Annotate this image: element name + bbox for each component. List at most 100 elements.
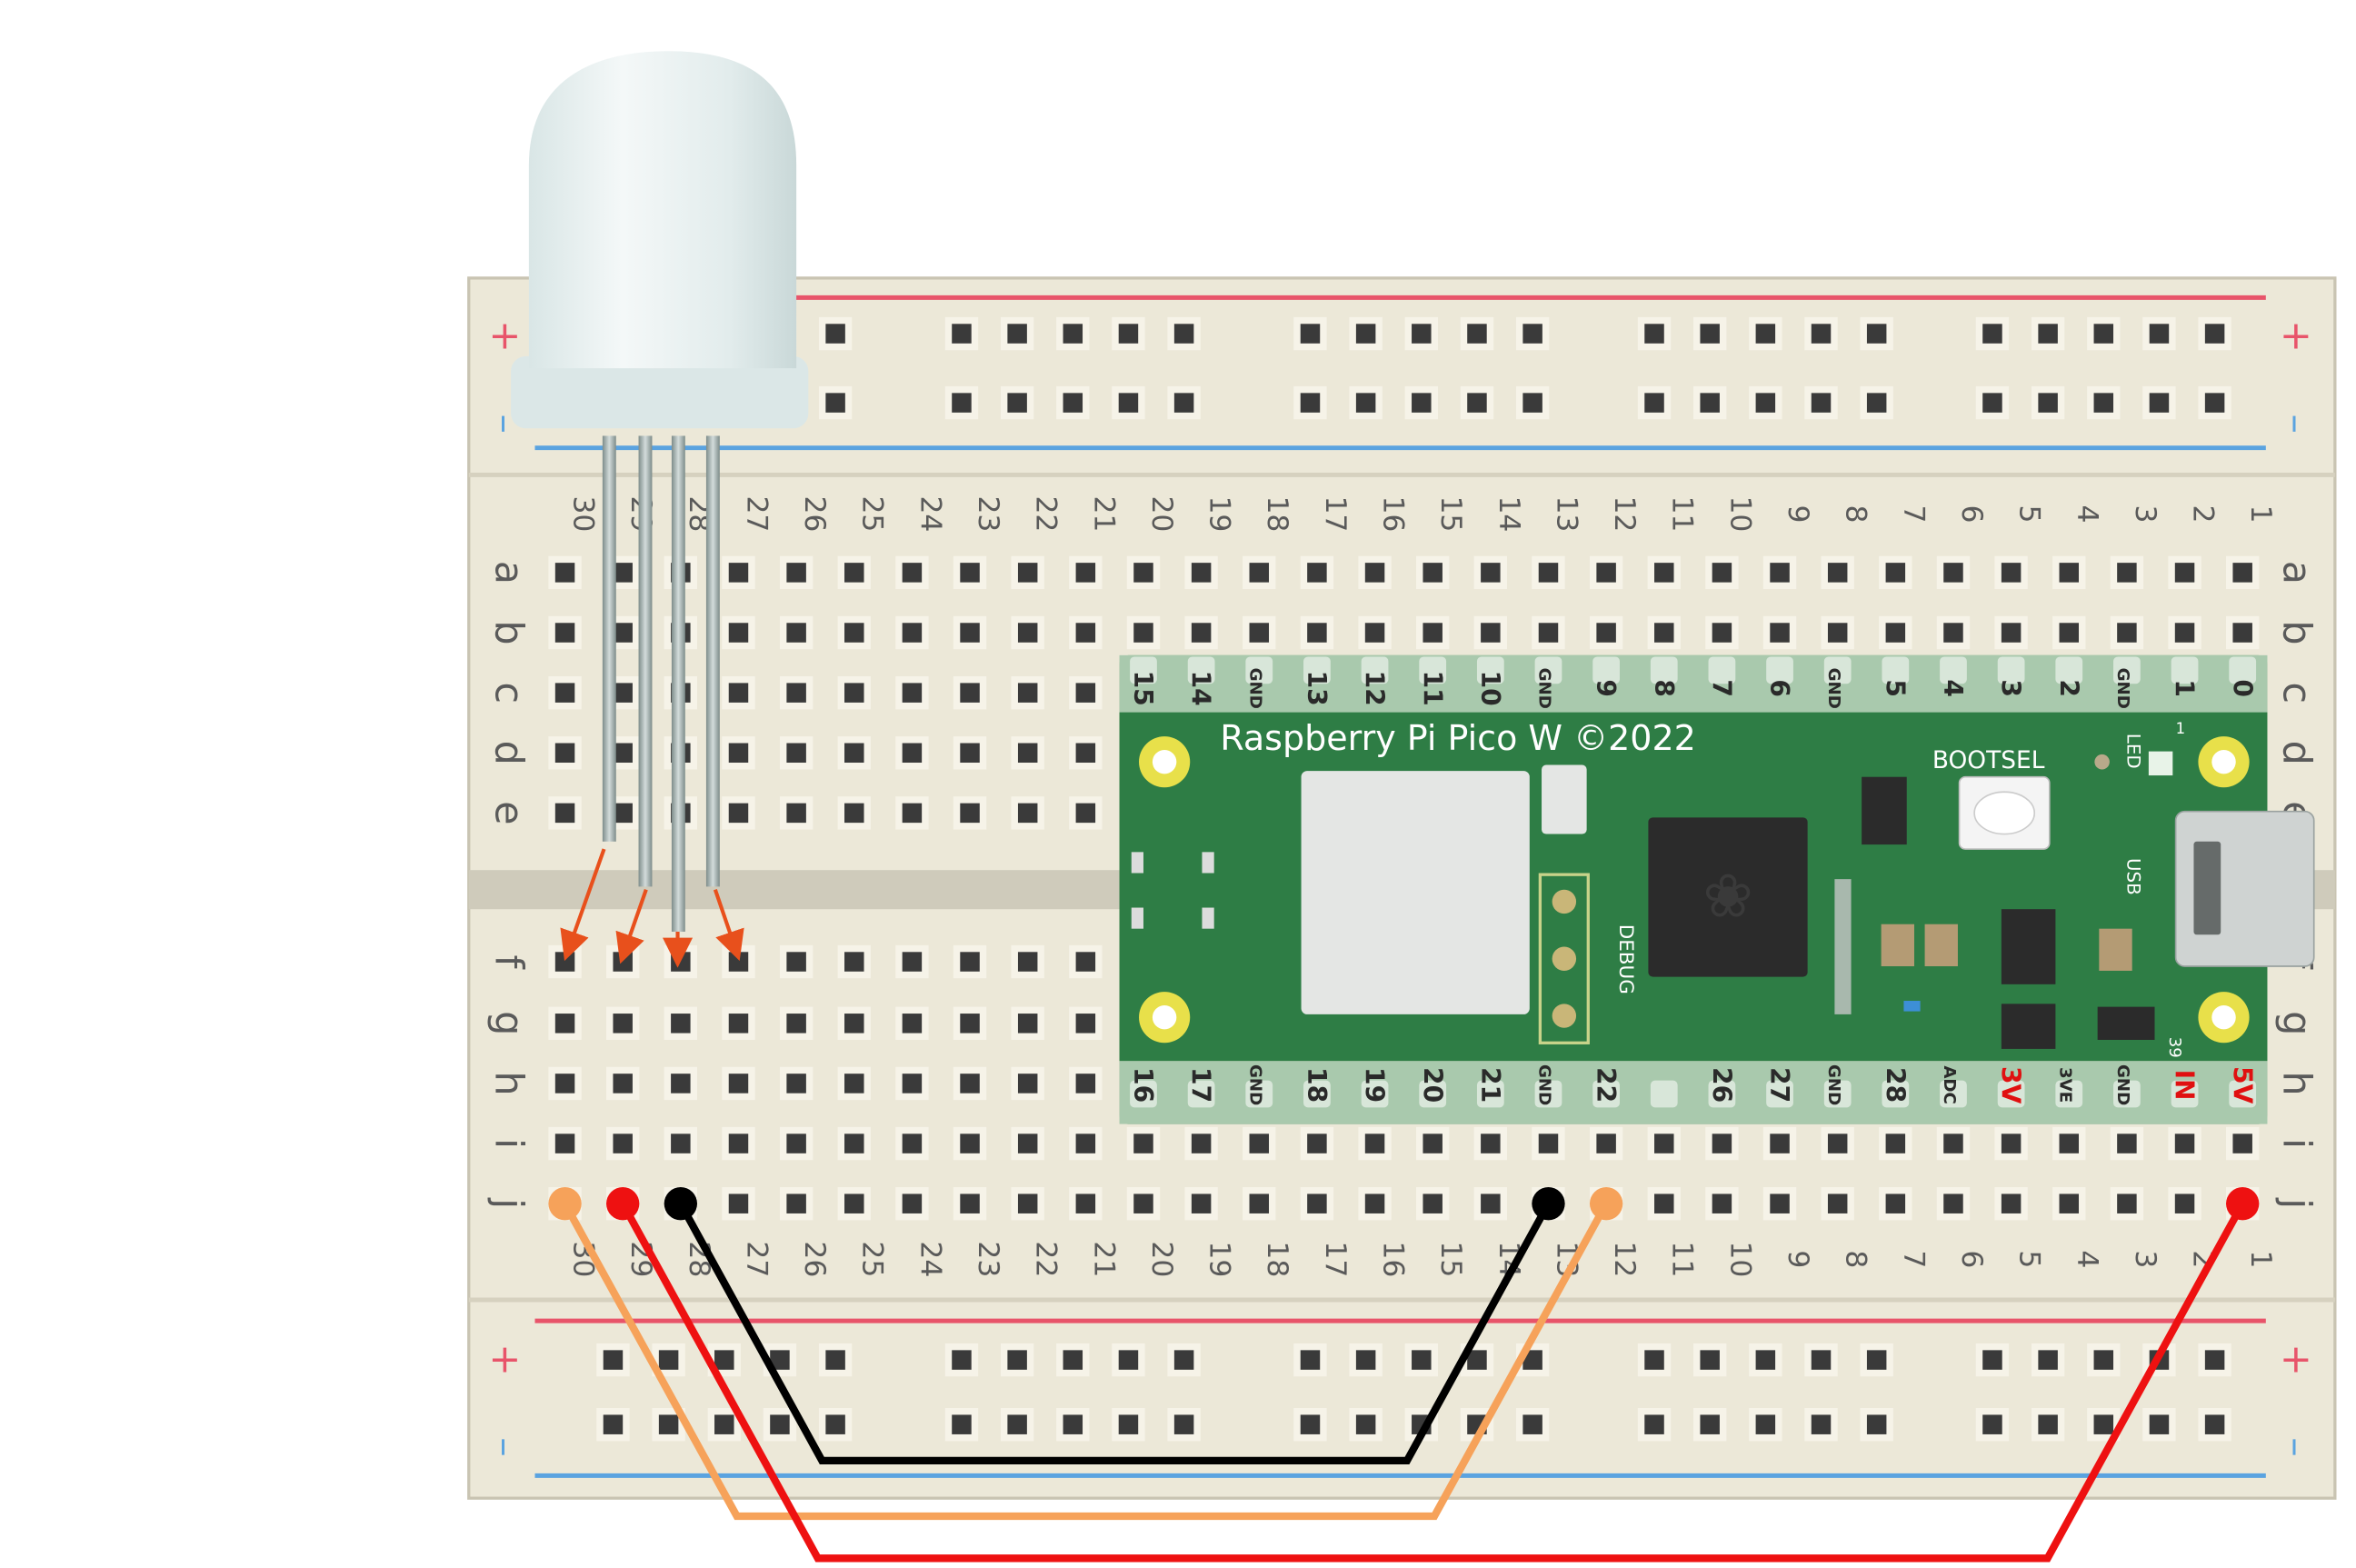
rail-hole-3-20 [1982,1414,2002,1434]
hole-j14 [1481,1193,1501,1213]
col-label-top-26: 26 [798,495,831,532]
pico-bottom-pin-label-0: 16 [1128,1067,1158,1103]
col-label-bottom-19: 19 [1203,1241,1236,1277]
smd-part-c [1131,907,1143,929]
rail-hole-0-5 [952,324,972,344]
pico-top-pin-label-7: GND [1535,668,1554,709]
hole-c22 [1017,683,1038,703]
wire-end-j30 [548,1187,582,1221]
led-leg-2 [638,435,653,887]
hole-i2 [2174,1134,2195,1154]
hole-c23 [960,683,980,703]
rail-hole-2-4 [825,1350,845,1370]
hole-b24 [902,623,923,643]
hole-e24 [902,803,923,824]
hole-b20 [1133,623,1153,643]
col-label-top-17: 17 [1319,495,1352,532]
rail-hole-3-0 [603,1414,624,1434]
pico-top-pin-pad-6 [1476,656,1504,684]
pico-top-pin-pad-7 [1534,656,1562,684]
pico-bottom-pin-pad-4 [1361,1080,1389,1108]
hole-i25 [844,1134,864,1154]
hole-a11 [1654,563,1674,583]
hole-a6 [1943,563,1963,583]
rail-hole-2-5 [952,1350,972,1370]
hole-f21 [1075,952,1096,972]
top-rail-plus-right: + [2280,314,2312,359]
pico-bottom-pin-label-8: 22 [1591,1067,1621,1103]
hole-b4 [2059,623,2080,643]
col-label-bottom-26: 26 [798,1241,831,1277]
rail-hole-2-14 [1522,1350,1542,1370]
hole-i10 [1712,1134,1732,1154]
pico-bottom-pin-label-11: 27 [1764,1067,1794,1103]
jumper-wires [548,1187,2260,1563]
row-label-left-d: d [486,741,532,765]
hole-e29 [613,803,633,824]
top-rail-minus-right: – [2274,414,2320,434]
row-label-left-g: g [486,1011,532,1035]
hole-b8 [1827,623,1848,643]
row-label-right-i: i [2274,1138,2320,1149]
hole-b6 [1943,623,1963,643]
pico-bottom-pin-label-19: 5V [2227,1066,2257,1104]
pico-bottom-pin-label-2: GND [1245,1064,1264,1105]
pico-top-pin-label-19: 0 [2227,679,2257,697]
hole-b25 [844,623,864,643]
rail-hole-3-23 [2149,1414,2170,1434]
wire-j28-j13 [677,1202,1552,1464]
rail-hole-0-18 [1811,324,1832,344]
col-label-bottom-8: 8 [1840,1250,1872,1268]
hole-a20 [1133,563,1153,583]
rail-hole-2-21 [2038,1350,2058,1370]
col-label-bottom-24: 24 [913,1241,946,1277]
col-label-top-7: 7 [1897,504,1930,523]
pico-bottom-pin-label-6: 21 [1475,1067,1505,1103]
rail-hole-1-16 [1700,393,1720,413]
pico-bottom-pin-label-16: 3VE [2055,1067,2074,1103]
col-label-bottom-5: 5 [2013,1250,2046,1268]
bottom-rail-plus-left: + [488,1336,521,1382]
col-label-top-13: 13 [1550,495,1582,532]
rail-hole-0-22 [2093,324,2114,344]
pico-top-pin-pad-1 [1187,656,1215,684]
pico-top-pin-label-9: 8 [1649,679,1679,697]
pico-top-pin-pad-14 [1940,656,1967,684]
wire-j30-j12 [561,1202,1610,1521]
smd-regulator [2001,909,2056,984]
rail-hole-2-8 [1118,1350,1139,1370]
debug-pin-3 [1552,1004,1577,1028]
rail-hole-3-22 [2093,1414,2114,1434]
hole-g27 [728,1014,749,1034]
rail-hole-1-24 [2204,393,2225,413]
led-smd [2148,751,2173,776]
smd-inductor [2001,1004,2056,1049]
hole-i29 [613,1134,633,1154]
pico-bottom-pin-label-18: IN [2170,1070,2200,1101]
mount-hole-bottom-left-center [1152,1004,1177,1030]
hole-h30 [554,1074,575,1094]
hole-f28 [671,952,691,972]
rail-hole-1-18 [1811,393,1832,413]
hole-d21 [1075,743,1096,764]
hole-i8 [1827,1134,1848,1154]
pico-top-pin-pad-9 [1650,656,1678,684]
pico-top-pin-label-4: 12 [1360,671,1390,706]
rail-hole-3-14 [1522,1414,1542,1434]
hole-i30 [554,1134,575,1154]
pico-bottom-pin-pad-13 [1882,1080,1910,1108]
bottom-rail-minus-right: – [2274,1437,2320,1456]
rp2040-logo-icon: ❀ [1702,861,1752,931]
smd-diode [2097,1006,2155,1040]
hole-i18 [1249,1134,1270,1154]
hole-h24 [902,1074,923,1094]
smd-part-b [1202,852,1214,874]
pico-top-pin-pad-16 [2055,656,2083,684]
hole-f24 [902,952,923,972]
debug-pin-1 [1552,889,1577,914]
row-label-right-g: g [2274,1011,2320,1035]
pico-bottom-pin-pad-18 [2171,1080,2199,1108]
bottom-rail-minus-left: – [483,1437,528,1456]
pico-bottom-pin-pad-2 [1245,1080,1273,1108]
